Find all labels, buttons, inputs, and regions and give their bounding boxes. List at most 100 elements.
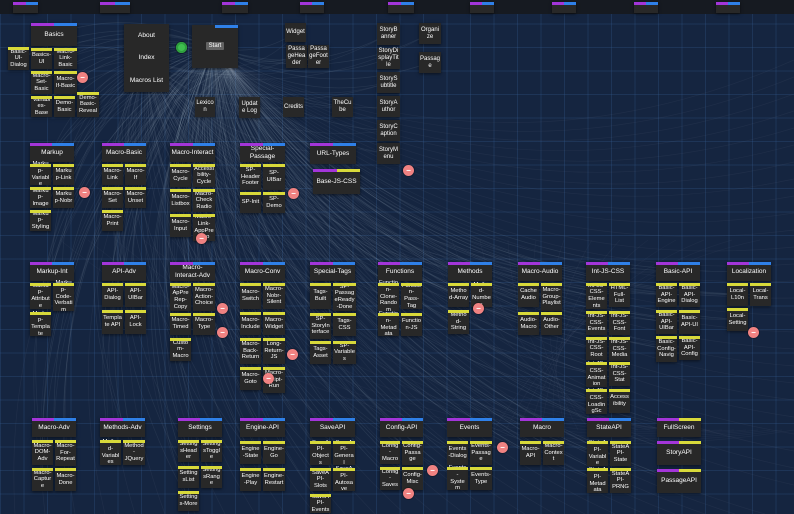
- passage-node-settingstoggle[interactable]: SettingsToggle: [201, 440, 222, 462]
- passage-node-demo-basic-reveal[interactable]: Demo-Basic-Reveal: [77, 92, 99, 117]
- passage-node-basic-api-dialog[interactable]: Basic-API-Dialog: [679, 283, 700, 307]
- passage-node-function-clone-random[interactable]: Function-Clone-Random: [378, 280, 399, 313]
- passage-node-saveapi-objects[interactable]: SaveAPI-Objects: [310, 440, 331, 466]
- cluster-header-settings[interactable]: Settings: [178, 418, 222, 437]
- passage-node-stateapi-variable[interactable]: StateAPI-Variable: [587, 440, 608, 466]
- passage-node-events-passage[interactable]: Events-Passage: [470, 441, 492, 465]
- passage-node-saveapi-slots[interactable]: SaveAPI-Slots: [310, 468, 331, 491]
- passage-node-settings-more[interactable]: Settings-More: [178, 491, 199, 511]
- passage-node-template-api[interactable]: Template API: [102, 310, 123, 334]
- passage-node-method-jquery[interactable]: Method-JQuery: [123, 440, 145, 465]
- passage-node-sp-storyinterface[interactable]: SP-StoryInterface: [310, 313, 331, 339]
- passage-node-macro-dom-adv[interactable]: Macro-DOM-Adv: [32, 440, 53, 465]
- cluster-header-fullscreen[interactable]: FullScreen: [657, 418, 701, 437]
- passage-node-macro-context[interactable]: Macro-Context: [543, 441, 564, 465]
- passage-node-sp-init[interactable]: SP-Init: [240, 192, 261, 213]
- passage-node-storysubtitle[interactable]: StorySubtitle: [377, 72, 400, 93]
- passage-node-basic-api-ui[interactable]: Basic-API-UI: [679, 310, 700, 334]
- passage-node-macro-unset[interactable]: Macro-Unset: [125, 187, 146, 208]
- passage-node-storyauthor[interactable]: StoryAuthor: [377, 96, 400, 117]
- passage-node-macro-if-basic[interactable]: Macro-If-Basic: [54, 71, 77, 94]
- cluster-header-macro[interactable]: Macro: [520, 418, 564, 437]
- passage-node-markup-styling[interactable]: Markup-Styling: [30, 210, 51, 231]
- passage-node-macro-set-basic[interactable]: Macro-Set-Basic: [31, 71, 52, 94]
- passage-node-config-misc[interactable]: Config-Misc: [402, 467, 423, 490]
- passage-node-api-dialog[interactable]: API-Dialog: [102, 283, 123, 307]
- passage-node-method-number[interactable]: Method-Number: [471, 282, 492, 308]
- passage-node-sp-headerfooter[interactable]: SP-HeaderFooter: [240, 164, 261, 190]
- passage-node-storybanner[interactable]: StoryBanner: [377, 23, 400, 45]
- passage-node-passageheader[interactable]: PassageHeader: [286, 45, 307, 68]
- passage-node-basic-api-config[interactable]: Basic-API-Config: [679, 336, 700, 360]
- passage-node-saveapi-events[interactable]: SaveAPI-Events: [310, 494, 331, 513]
- passage-node-widget[interactable]: Widget: [285, 23, 306, 42]
- passage-node-function-pass-tag[interactable]: Function-Pass-Tag: [401, 283, 422, 309]
- passage-node-html-full-list[interactable]: HTML-Full-List: [609, 283, 630, 307]
- passage-node-macro-back-return[interactable]: Macro-Back-Return: [240, 338, 261, 364]
- passage-node-tags-built[interactable]: Tags-Built: [310, 283, 331, 309]
- passage-node-stateapi-prng[interactable]: StateAPI-PRNG: [610, 468, 631, 493]
- passage-node-macro-api[interactable]: Macro-API: [520, 441, 541, 465]
- passage-node-sp-passageready-done[interactable]: SP-PassageReady-Done: [333, 283, 356, 311]
- passage-node-int-js-css-root[interactable]: Int-JS-CSS-Root: [586, 337, 607, 360]
- passage-node-engine-state[interactable]: Engine-State: [240, 441, 261, 464]
- passage-node-macro-link[interactable]: Macro-Link: [102, 164, 123, 185]
- cluster-header-methods[interactable]: Methods: [448, 262, 492, 281]
- passage-node-int-js-css-animation[interactable]: Int-JS-CSS-Animation: [586, 361, 607, 387]
- passage-node-macro-widget[interactable]: Macro-Widget: [263, 312, 285, 335]
- passage-node-local-l10n[interactable]: Local-L10n: [727, 283, 748, 306]
- passage-node-local-trans[interactable]: Local-Trans: [750, 283, 771, 306]
- cluster-header-basics[interactable]: Basics: [31, 23, 77, 46]
- cluster-header-int-js-css[interactable]: Int-JS-CSS: [586, 262, 630, 281]
- passage-node-audio-other[interactable]: Audio-Other: [541, 312, 562, 335]
- passage-node-accessibility[interactable]: Accessibility: [609, 389, 630, 413]
- passage-node-passage[interactable]: Passage: [419, 52, 441, 73]
- passage-node-storycaption[interactable]: StoryCaption: [377, 120, 400, 141]
- cluster-header-macro-adv[interactable]: Macro-Adv: [32, 418, 76, 437]
- passage-node-thecube[interactable]: TheCube: [332, 97, 353, 117]
- cluster-header-api-adv[interactable]: API-Adv: [102, 262, 146, 281]
- passage-node-markup-template[interactable]: Markup-Template: [30, 311, 51, 337]
- cluster-header-macro-basic[interactable]: Macro-Basic: [102, 143, 146, 162]
- passage-node-macro-capture[interactable]: Macro-Capture: [32, 468, 53, 491]
- passage-node-events-dialog[interactable]: Events-Dialog: [447, 441, 468, 465]
- cluster-header-stateapi[interactable]: StateAPI: [587, 418, 631, 437]
- cluster-header-engine-api[interactable]: Engine-API: [240, 418, 285, 437]
- cluster-header-macro-audio[interactable]: Macro-Audio: [518, 262, 562, 281]
- cluster-header-macro-interact-adv[interactable]: Macro-Interact-Adv: [170, 262, 215, 281]
- passage-node-macro-action-choice[interactable]: Macro-Action-Choice: [193, 283, 215, 311]
- passage-node-local-setting[interactable]: Local-Setting: [727, 308, 748, 331]
- cluster-header-methods-adv[interactable]: Methods-Adv: [100, 418, 145, 437]
- passage-node-tags-css[interactable]: Tags-CSS: [333, 313, 356, 336]
- cluster-header-url-types[interactable]: URL-Types: [310, 143, 356, 164]
- passage-node-int-js-css-events[interactable]: Int-JS-CSS-Events: [586, 311, 607, 335]
- passage-node-sp-variables[interactable]: SP-Variables: [333, 341, 356, 364]
- passage-node-settingslist[interactable]: SettingsList: [178, 466, 199, 488]
- cluster-header-macro-interact[interactable]: Macro-Interact: [170, 143, 215, 162]
- passage-node-storymenu[interactable]: StoryMenu: [377, 143, 400, 164]
- passage-node-markup-code-verbatim[interactable]: Markup-Code-Verbatim: [53, 280, 74, 313]
- passage-node-config-passage[interactable]: Config-Passage: [402, 441, 423, 465]
- passage-node-settingsheader[interactable]: SettingsHeader: [178, 440, 199, 462]
- passage-node-markup-link[interactable]: Markup-Link: [53, 164, 74, 185]
- cluster-header-functions[interactable]: Functions: [378, 262, 422, 281]
- passage-node-macro-for-repeat[interactable]: Macro-For-Repeat: [55, 440, 76, 466]
- passage-node-int-js-css-font[interactable]: Int-JS-CSS-Font: [609, 311, 630, 335]
- passage-node-macro-set[interactable]: Macro-Set: [102, 187, 123, 208]
- passage-node-int-js-css-media[interactable]: Int-JS-CSS-Media: [609, 337, 630, 361]
- passage-node-sp-demo[interactable]: SP-Demo: [263, 192, 285, 213]
- passage-node-accessibility-cycle[interactable]: Accessibility-Cycle: [193, 164, 215, 187]
- cluster-header-passageapi[interactable]: PassageAPI: [657, 469, 701, 493]
- passage-node-api-uibar[interactable]: API-UIBar: [125, 283, 146, 307]
- passage-node-storydisplaytitle[interactable]: StoryDisplayTitle: [377, 48, 400, 69]
- passage-node-lexicon[interactable]: Lexicon: [195, 97, 215, 117]
- passage-node-macro-type[interactable]: Macro-Type: [193, 313, 215, 335]
- passage-node-function-metadata[interactable]: Function-Metadata: [378, 311, 399, 337]
- passage-node-engine-play[interactable]: Engine-Play: [240, 468, 261, 491]
- passage-node-api-lock[interactable]: API-Lock: [125, 310, 146, 334]
- passage-node-credits[interactable]: Credits: [283, 97, 304, 117]
- passage-node-int-js-css-loadingsc[interactable]: Int-JS-CSS-LoadingSc: [586, 388, 607, 414]
- cluster-header-localization[interactable]: Localization: [727, 262, 771, 281]
- passage-node-macro-cycle[interactable]: Macro-Cycle: [170, 164, 191, 187]
